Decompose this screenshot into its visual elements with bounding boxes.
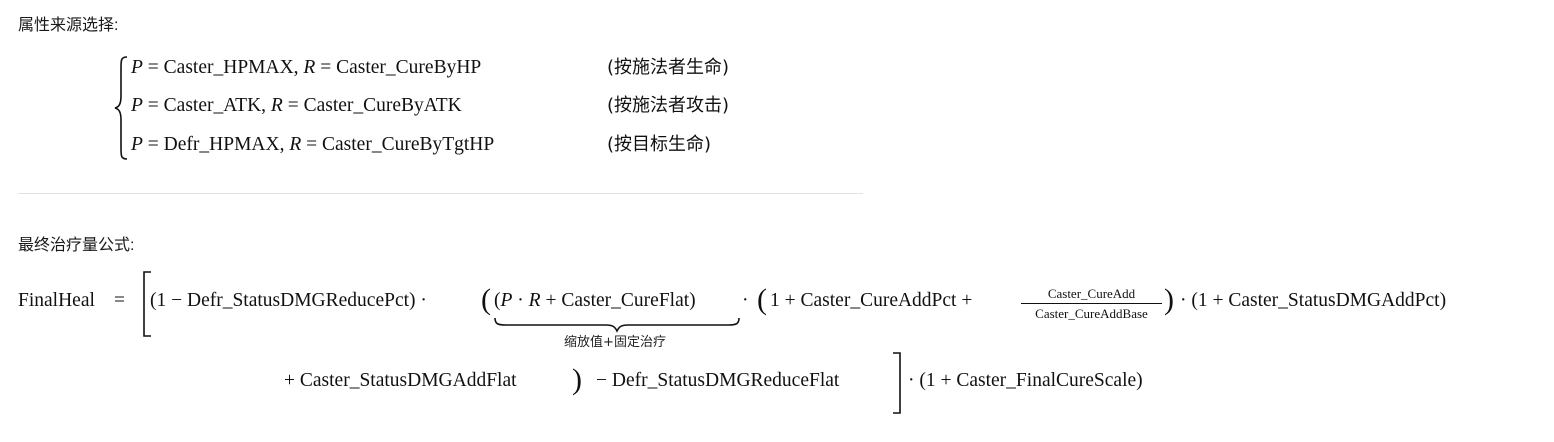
cure-add-paren-close: ): [1164, 283, 1174, 316]
case-3-eq: =: [142, 134, 164, 155]
inner-paren-open: (: [494, 290, 501, 311]
big-left-bracket: [143, 271, 151, 337]
fraction-numerator: Caster_CureAdd: [1047, 286, 1136, 301]
case-1-note: (按施法者生命): [607, 57, 730, 78]
fraction-denominator: Caster_CureAddBase: [1035, 306, 1148, 321]
term-final-cure-scale: · (1 + Caster_FinalCureScale): [908, 370, 1143, 391]
case-3-p-symbol: P: [131, 134, 143, 155]
case-2-r-symbol: R: [270, 95, 283, 116]
term-p-symbol: P: [500, 290, 513, 311]
case-2-r-eq: =: [282, 95, 304, 116]
case-3-r-eq: =: [301, 134, 322, 155]
cure-add-paren-open: (: [757, 283, 767, 316]
cases-left-brace: [114, 56, 128, 160]
term-defr-status-dmg-reduce-pct: (1 − Defr_StatusDMGReducePct) ·: [150, 290, 427, 311]
formula-equals: =: [114, 290, 125, 311]
term-defr-status-dmg-reduce-flat: − Defr_StatusDMGReduceFlat: [596, 370, 840, 391]
formula-lhs: FinalHeal: [18, 290, 95, 311]
case-3-r-symbol: R: [289, 134, 302, 155]
case-1-r-value: Caster_CureByHP: [336, 57, 482, 78]
section-label-final-heal-formula: 最终治疗量公式:: [18, 237, 135, 254]
case-3-p-value: Defr_HPMAX,: [163, 134, 285, 155]
fraction-bar: [1021, 303, 1162, 304]
mult-dot: ·: [742, 290, 749, 311]
term-r-symbol: R: [528, 290, 541, 311]
fraction-cure-add: Caster_CureAdd Caster_CureAddBase: [1021, 286, 1162, 322]
case-1-p-value: Caster_HPMAX,: [163, 57, 299, 78]
case-2-note: (按施法者攻击): [607, 95, 730, 116]
underbrace: [494, 317, 740, 333]
underbrace-label: 缩放值+固定治疗: [564, 335, 666, 350]
case-2-p-value: Caster_ATK,: [163, 95, 267, 116]
case-1-p-symbol: P: [131, 57, 143, 78]
big-right-bracket: [893, 352, 901, 414]
outer-paren-close: ): [572, 363, 582, 396]
case-1-eq: =: [142, 57, 164, 78]
term-plus-caster-cure-flat: + Caster_CureFlat): [540, 290, 696, 311]
section-label-attribute-source: 属性来源选择:: [18, 17, 119, 34]
section-divider: [18, 193, 863, 194]
case-2-p-symbol: P: [131, 95, 143, 116]
case-3-note: (按目标生命): [607, 134, 712, 155]
case-3-r-value: Caster_CureByTgtHP: [322, 134, 495, 155]
term-status-dmg-add-flat: + Caster_StatusDMGAddFlat: [284, 370, 517, 391]
case-2-r-value: Caster_CureByATK: [303, 95, 462, 116]
term-scaled-plus-flat: (P · R + Caster_CureFlat): [494, 290, 696, 312]
outer-paren-open: (: [481, 283, 491, 316]
term-status-dmg-add-pct: · (1 + Caster_StatusDMGAddPct): [1180, 290, 1447, 311]
case-row-3: P = Defr_HPMAX, R = Caster_CureByTgtHP: [131, 131, 494, 159]
case-2-eq: =: [142, 95, 164, 116]
case-row-2: P = Caster_ATK, R = Caster_CureByATK: [131, 92, 462, 120]
case-row-1: P = Caster_HPMAX, R = Caster_CureByHP: [131, 54, 481, 82]
case-1-r-eq: =: [315, 57, 337, 78]
term-dot: ·: [512, 290, 529, 311]
term-cure-add-pct: 1 + Caster_CureAddPct +: [770, 290, 973, 311]
case-1-r-symbol: R: [303, 57, 316, 78]
